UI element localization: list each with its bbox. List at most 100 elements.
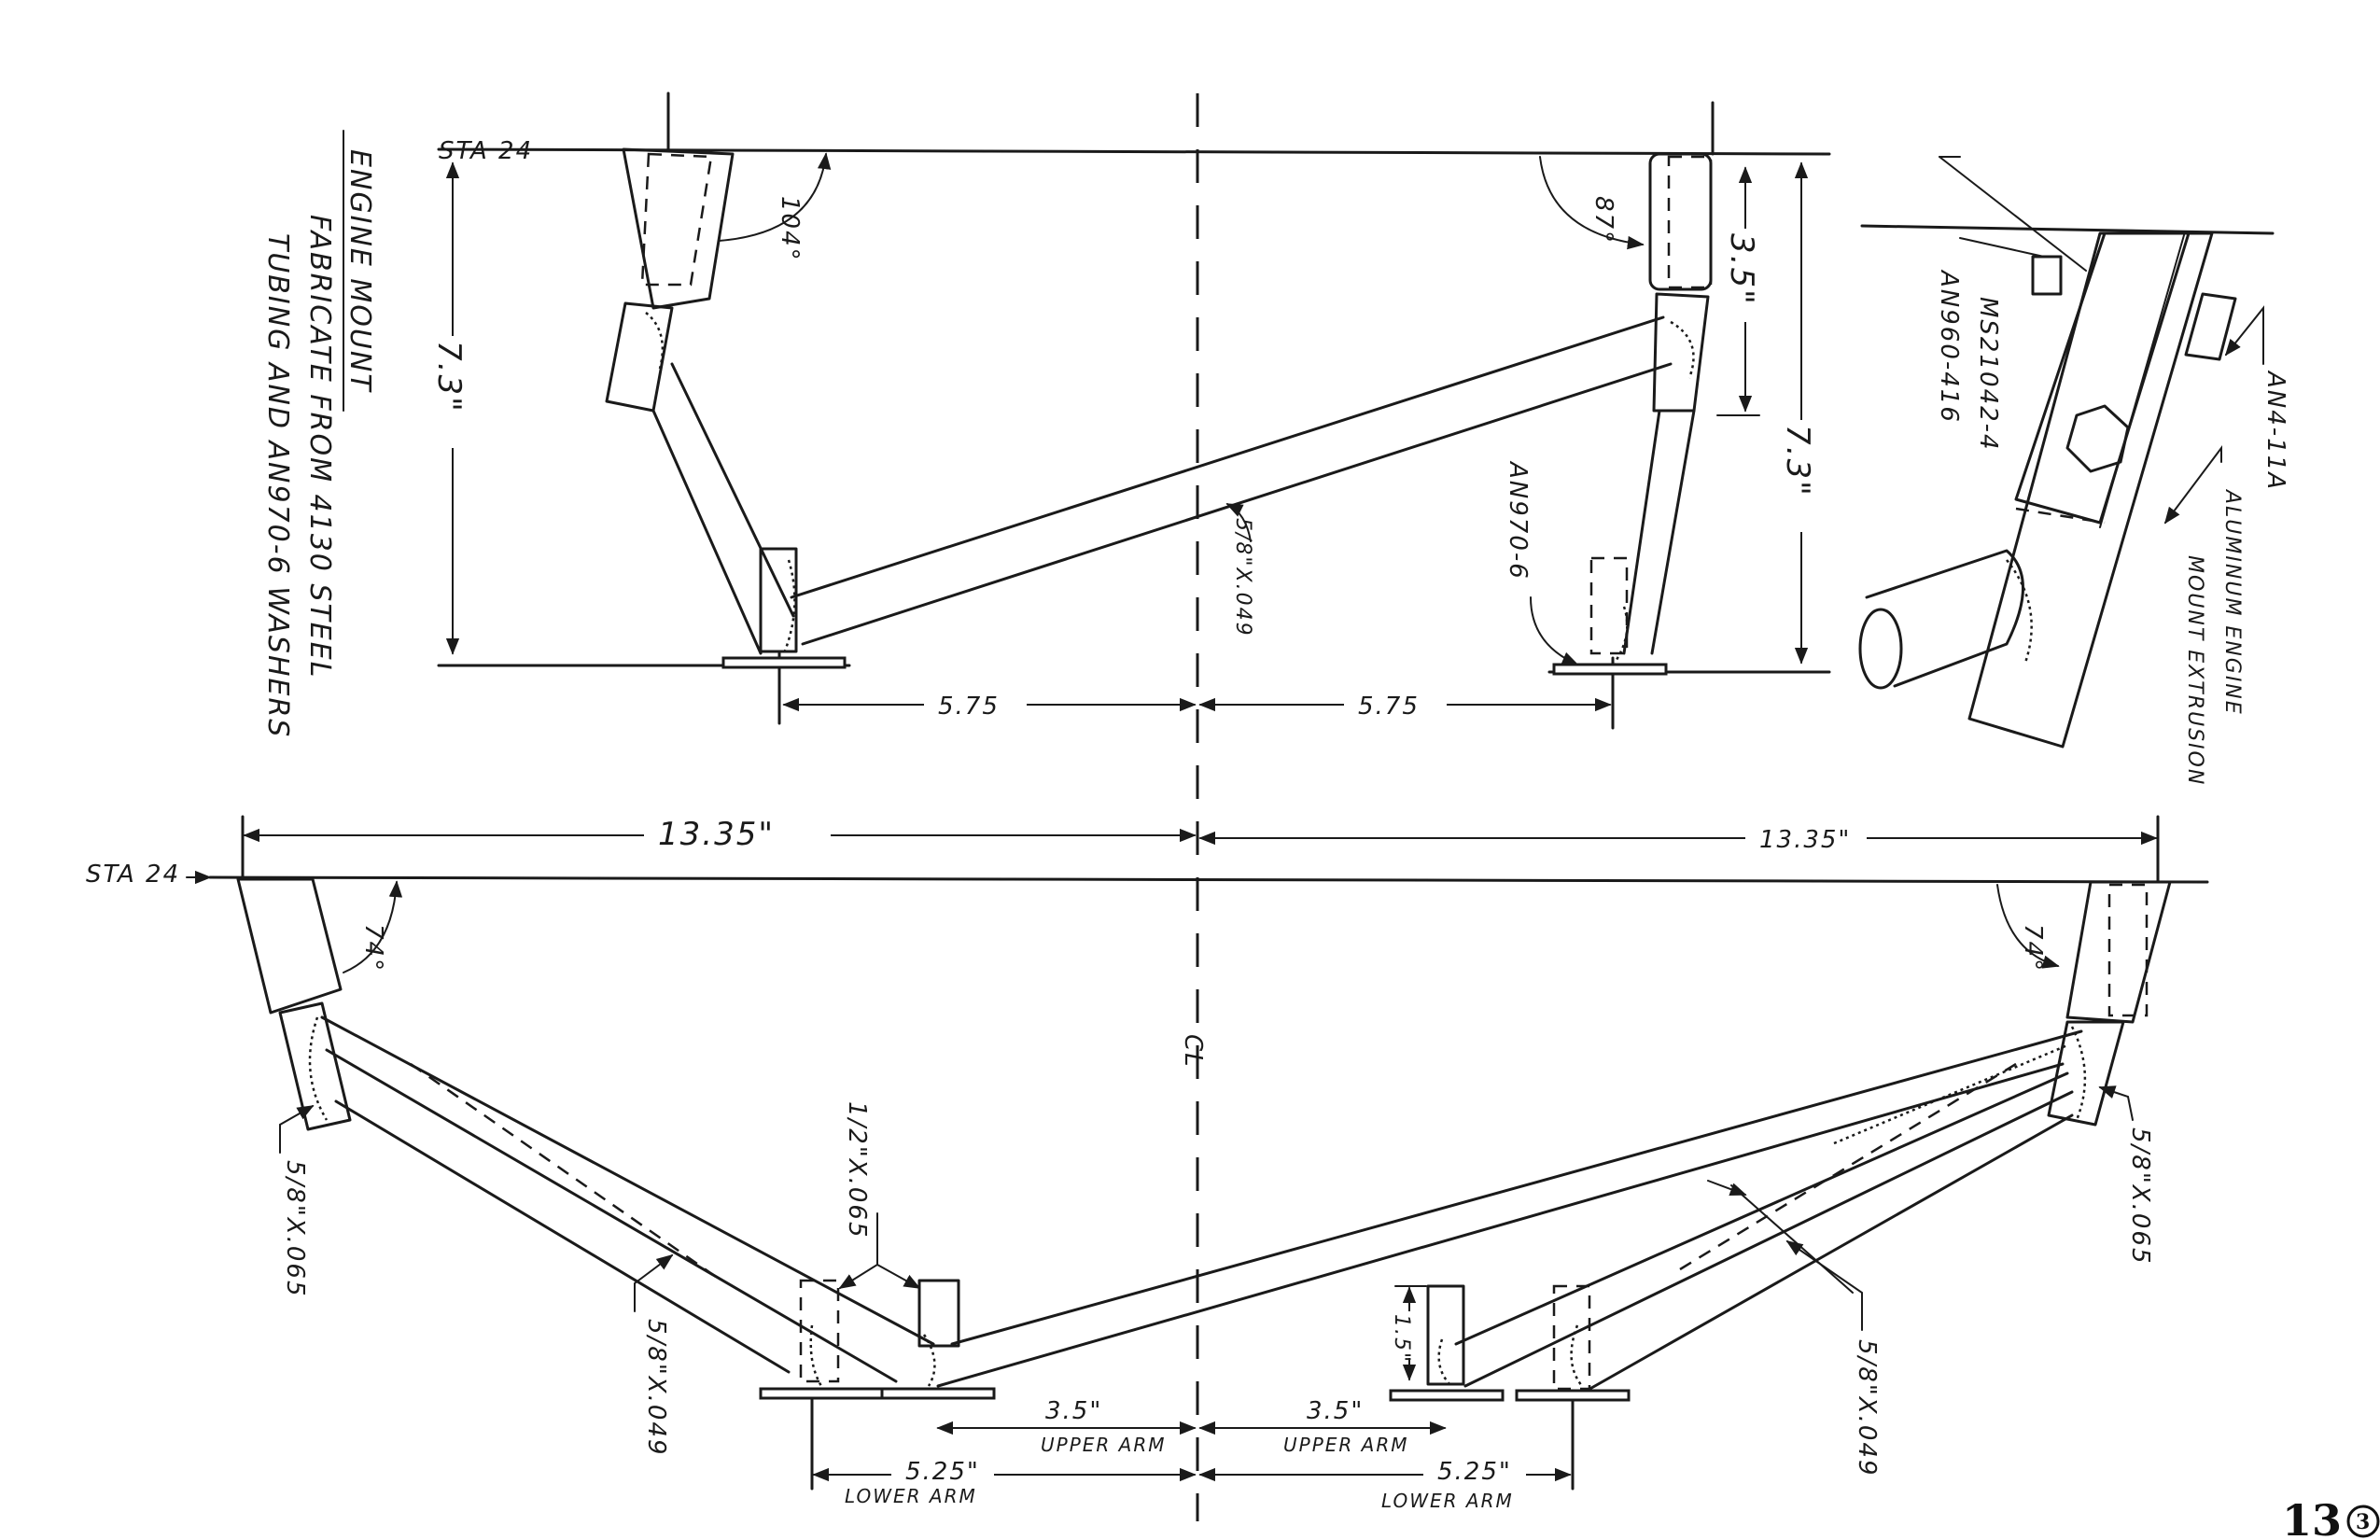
bottom-right-upper-tube-a: [1454, 1071, 2069, 1346]
bottom-foot-4-tube: [1552, 1284, 1591, 1391]
title-block: ENGINE MOUNT FABRICATE FROM 4130 STEEL T…: [261, 130, 376, 738]
bottom-right-upper-tube-b: [1463, 1090, 2074, 1388]
top-height-left: 7.3": [430, 341, 468, 413]
top-tube-leader: [1225, 503, 1252, 542]
detail-leader-1: [1939, 156, 2087, 272]
bottom-tube-right-065: 5/8"X.065: [2126, 1127, 2154, 1266]
bottom-tube-left-065: 5/8"X.065: [281, 1160, 309, 1298]
page-circle: [2346, 1505, 2380, 1538]
detail-tube-end: [1858, 608, 1903, 690]
top-upper-value: 3.5": [1723, 233, 1760, 306]
top-angle-right: 87°: [1589, 196, 1617, 245]
bottom-angle-left: 74°: [359, 924, 387, 973]
title-line3: TUBING AND AN970-6 WASHERS: [261, 233, 294, 738]
top-right-leg-a: [1622, 409, 1661, 655]
detail-extrusion-inner: [2014, 231, 2191, 525]
top-right-leg-b: [1650, 409, 1696, 655]
bottom-upper-right: 3.5": [1307, 1397, 1364, 1425]
bottom-upper-left: 3.5": [1045, 1397, 1102, 1425]
top-angle-left-arc: [718, 152, 832, 242]
bottom-upper-right-label: UPPER ARM: [1283, 1434, 1408, 1456]
bottom-tube-left-049: 5/8"X.049: [642, 1319, 670, 1457]
bottom-right-long-weld: [1833, 1043, 2068, 1145]
detail-washer-part: AN960-416: [1935, 269, 1963, 424]
bottom-span-right: 13.35": [1759, 826, 1851, 854]
bottom-tube-right-049: 5/8"X.049: [1853, 1339, 1881, 1477]
top-angle-left: 104°: [776, 196, 804, 262]
bottom-lower-right-label: LOWER ARM: [1381, 1490, 1514, 1512]
top-left-socket: [605, 147, 735, 413]
bottom-foot-1-plate: [759, 1387, 884, 1400]
detail-extrusion-line2: MOUNT EXTRUSION: [2183, 555, 2206, 786]
detail-bolt-label: AN4-11A: [2261, 370, 2289, 491]
bottom-upper-left-label: UPPER ARM: [1041, 1434, 1166, 1456]
bottom-left-stub: [278, 1001, 352, 1131]
bottom-span-left: 13.35": [658, 816, 775, 853]
bottom-angle-right-arc: [1996, 884, 2060, 969]
detail-extrusion: [1967, 231, 2214, 749]
top-left-foot-plate: [721, 656, 847, 669]
top-width-left: 5.75: [938, 693, 1000, 721]
bottom-left-weld: [308, 1016, 329, 1121]
detail-hex-nut: [2065, 404, 2130, 473]
page-number-block: 13 3: [2282, 1495, 2380, 1540]
top-washer-leader: [1530, 596, 1579, 665]
title-line1: ENGINE MOUNT: [343, 149, 376, 393]
top-station-label: STA 24: [439, 137, 533, 165]
title-line2: FABRICATE FROM 4130 STEEL: [303, 215, 336, 679]
bottom-right-lower-tube: [1585, 1113, 2074, 1393]
detail-bolt-part: MS21042-4: [1974, 297, 2002, 452]
bottom-left-center-dash: [410, 1062, 720, 1281]
detail-extrusion-line1: ALUMINUM ENGINE: [2220, 488, 2244, 716]
page-number: 13: [2282, 1495, 2342, 1540]
bottom-foot-2-tube: [917, 1279, 960, 1348]
bottom-view: 13.35" 13.35" STA 24: [86, 814, 2209, 1512]
top-right-foot-tube: [1589, 556, 1629, 655]
detail-bolt-leader: [2224, 305, 2264, 365]
bottom-left-lower-tube-a: [334, 1099, 791, 1374]
detail-bolt-head: [2184, 292, 2237, 361]
detail-nut-top: [2031, 255, 2063, 296]
centerline-label: CL: [1179, 1034, 1207, 1069]
bottom-station-line: [208, 875, 2209, 884]
top-right-weld: [1613, 606, 1629, 664]
bottom-station-label: STA 24: [86, 861, 180, 889]
detail-leader-2: [1959, 237, 2045, 258]
top-view: STA 24: [430, 91, 1831, 1521]
bottom-lower-left-label: LOWER ARM: [845, 1485, 977, 1507]
bottom-foot-2-plate: [880, 1387, 996, 1400]
bottom-left-upper-tube-a: [320, 1015, 935, 1346]
bottom-lower-left: 5.25": [905, 1458, 980, 1486]
top-right-socket: [1648, 152, 1713, 413]
bottom-left-upper-tube-b: [325, 1048, 898, 1383]
bottom-left-socket: [236, 877, 343, 1015]
detail-extrusion-leader: [2163, 445, 2222, 525]
detail-tube: [1865, 549, 2024, 688]
bottom-right-stub: [2047, 1020, 2125, 1127]
bottom-height-small: 1.5": [1390, 1314, 1413, 1364]
top-left-leg-b: [670, 362, 795, 618]
top-width-right: 5.75: [1358, 693, 1420, 721]
bottom-right-weld: [2070, 1026, 2087, 1121]
bottom-long-tube-a: [950, 1029, 2083, 1346]
detail-weld: [2006, 559, 2033, 664]
page-circled-number: 3: [2356, 1510, 2370, 1534]
bottom-tube-half: 1/2"X.065: [843, 1101, 871, 1239]
top-washer-label: AN970-6: [1504, 460, 1532, 581]
bottom-foot-3-plate: [1389, 1389, 1505, 1402]
bottom-foot-3-tube: [1426, 1284, 1465, 1386]
bottom-angle-right: 74°: [2019, 924, 2047, 973]
bottom-right-socket: [2065, 880, 2172, 1024]
bottom-long-tube-b: [936, 1062, 2065, 1388]
top-left-weld: [782, 559, 796, 654]
top-left-leg-a: [651, 409, 763, 655]
top-right-foot-plate: [1552, 663, 1668, 676]
top-height-right: 7.3": [1779, 425, 1816, 497]
bottom-angle-left-arc: [343, 880, 403, 973]
top-cross-tube-upper: [790, 315, 1665, 599]
bottom-lower-right: 5.25": [1437, 1458, 1512, 1486]
top-tube-label: 5/8"X.049: [1231, 518, 1254, 637]
top-left-foot-tube: [759, 547, 798, 653]
